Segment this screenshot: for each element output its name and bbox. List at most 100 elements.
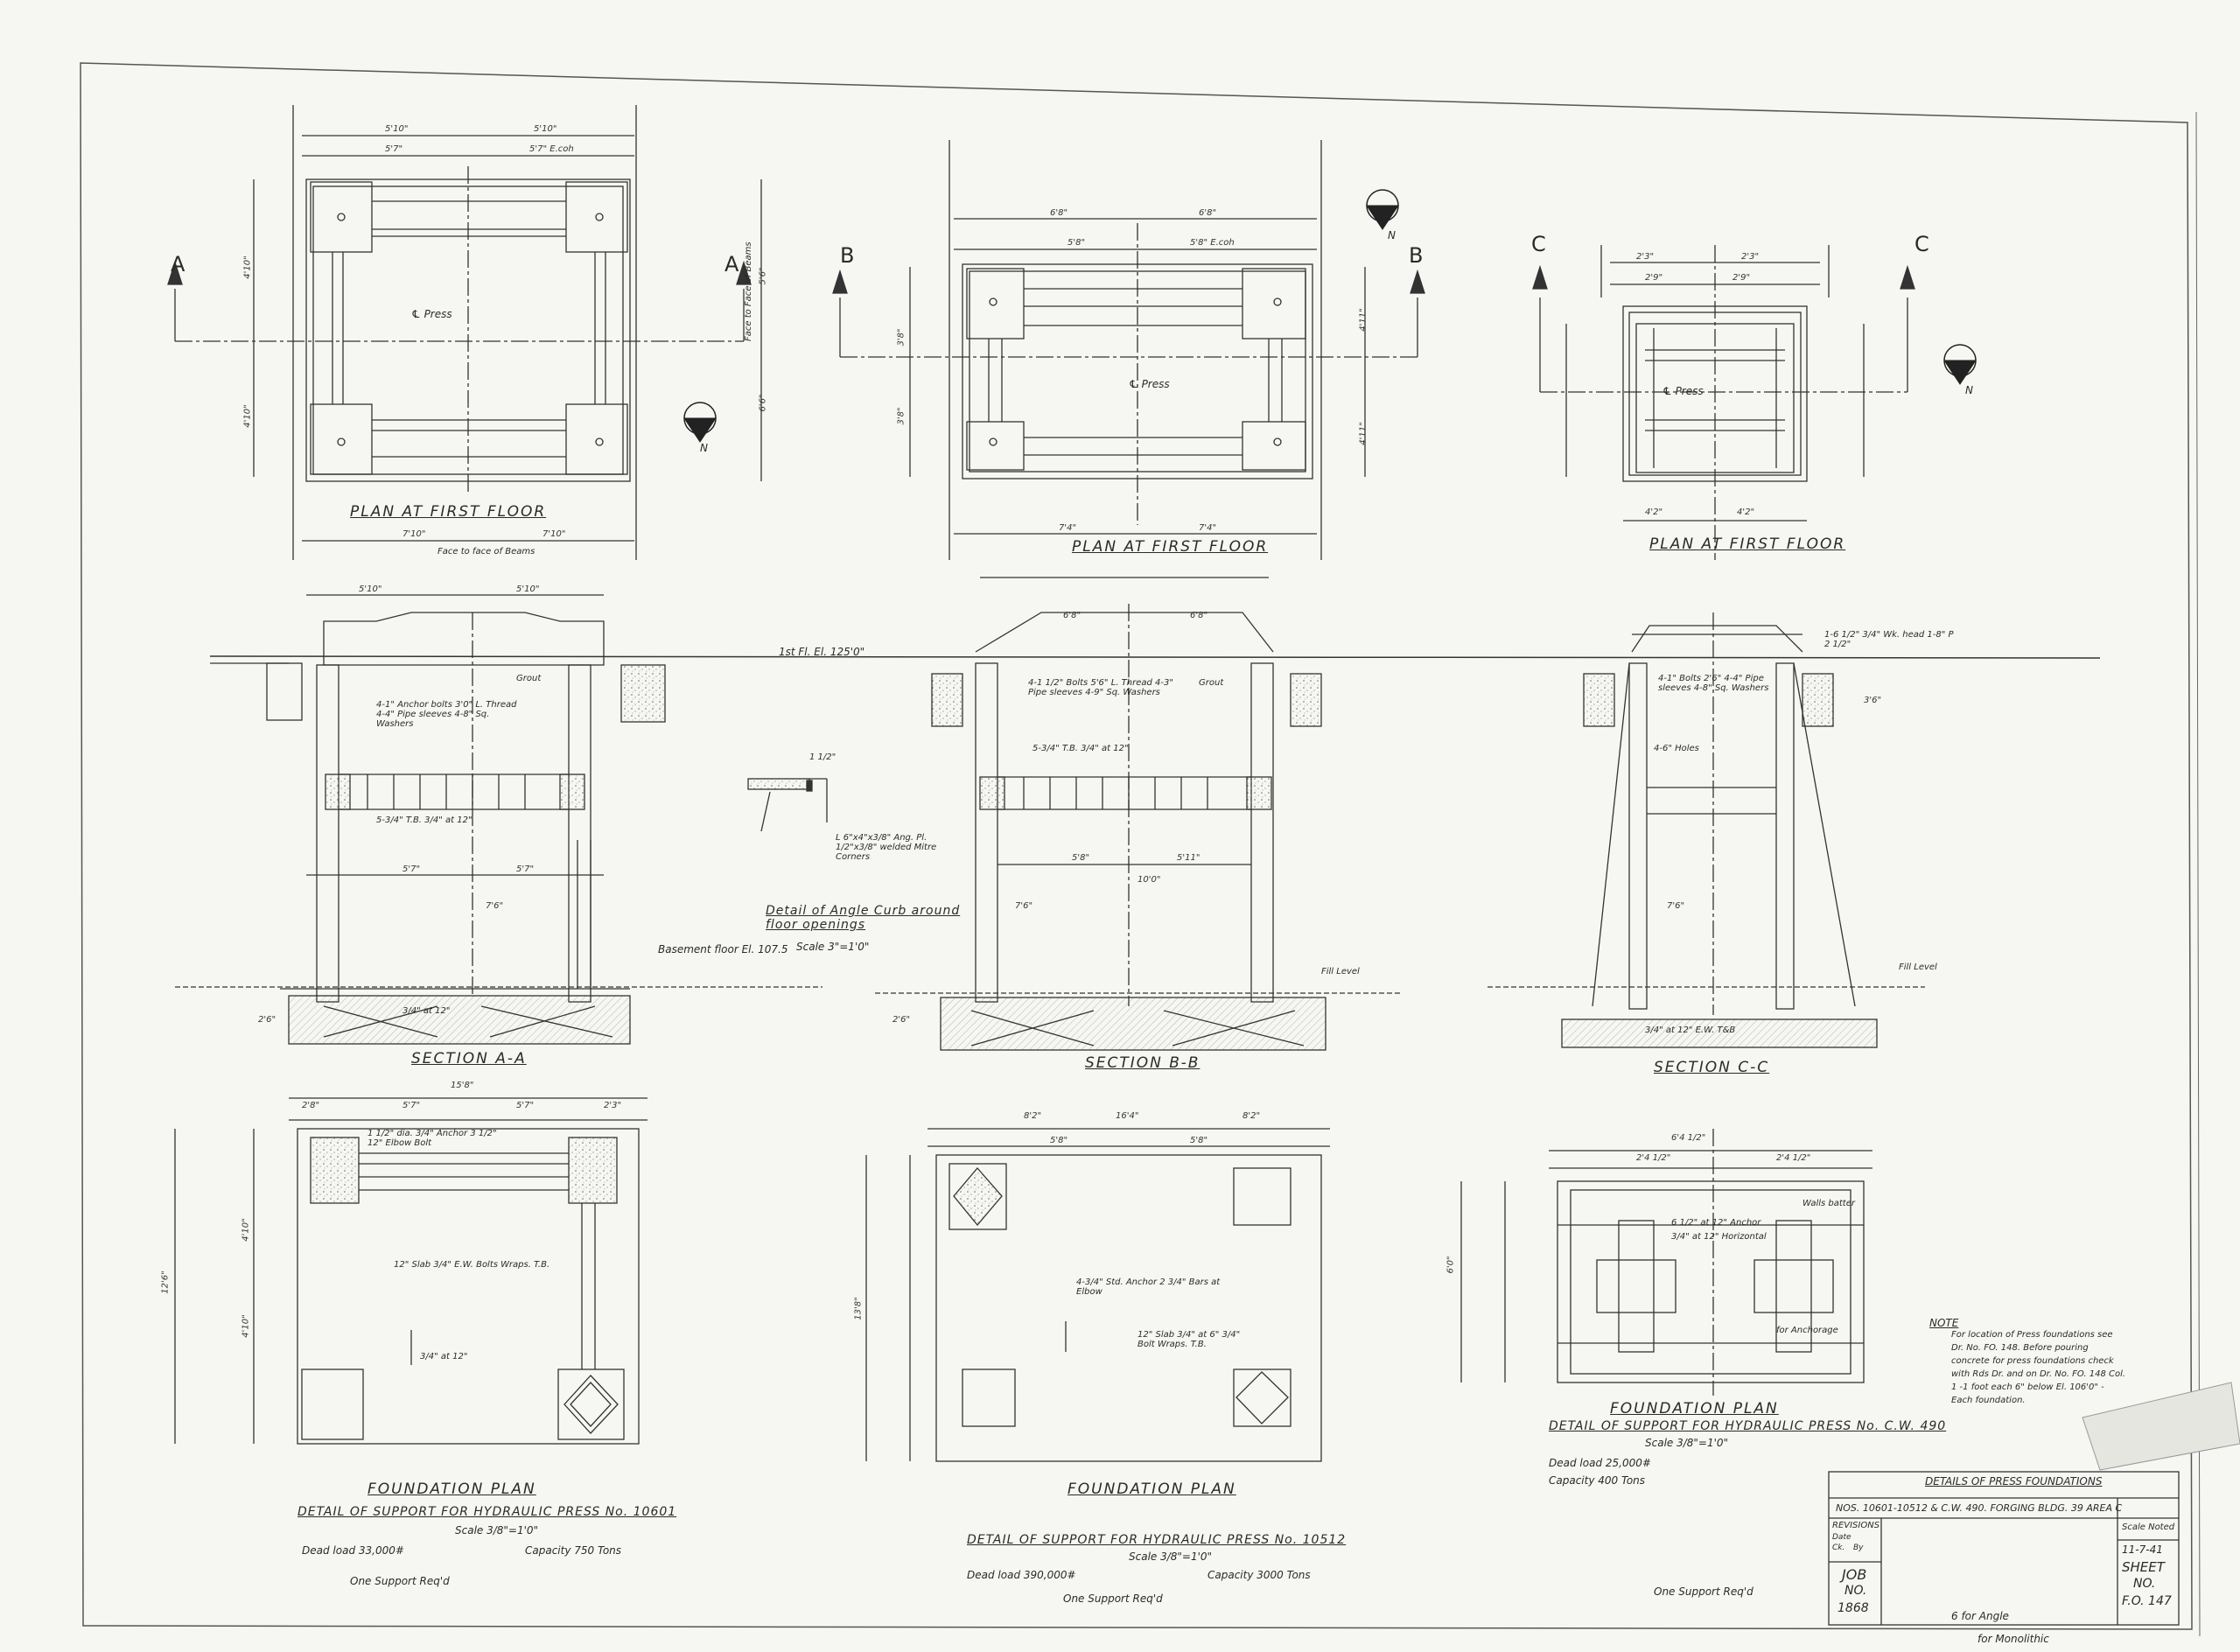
north-arrows bbox=[683, 189, 1977, 443]
plan-1-title: PLAN AT FIRST FLOOR bbox=[350, 503, 547, 521]
sb-height: 7'6" bbox=[1015, 901, 1033, 911]
title-block-scale: Scale Noted bbox=[2122, 1522, 2175, 1532]
f2-dim-b: 8'2" bbox=[1242, 1111, 1261, 1121]
f1-dim-total: 15'8" bbox=[451, 1081, 474, 1090]
plan-3-title: PLAN AT FIRST FLOOR bbox=[1649, 536, 1846, 553]
p1-dim-side-b: 4'10" bbox=[242, 404, 253, 428]
plan-2-linework bbox=[832, 140, 1425, 560]
sa-height: 7'6" bbox=[486, 901, 504, 911]
press-2-support: One Support Req'd bbox=[1063, 1592, 1163, 1605]
p1-dim-side-c: 5'6" bbox=[758, 267, 768, 285]
sb-bars-note: 5-3/4" T.B. 3/4" at 12" bbox=[1032, 744, 1129, 753]
title-block-revisions: REVISIONS bbox=[1832, 1521, 1880, 1530]
foundation-2-title: FOUNDATION PLAN bbox=[1068, 1480, 1236, 1498]
press-2-deadload: Dead load 390,000# bbox=[967, 1569, 1076, 1581]
sa-dim-c: 5'7" bbox=[402, 864, 421, 874]
p3-dim-bottom-b: 4'2" bbox=[1737, 508, 1755, 517]
north-label-3: N bbox=[1965, 384, 1973, 396]
title-block-sheet-no: F.O. 147 bbox=[2122, 1594, 2172, 1608]
p2-dim-top-d: 5'8" E.coh bbox=[1190, 238, 1235, 248]
f1-dim-a: 2'8" bbox=[302, 1101, 320, 1110]
p1-center-label: ℄ Press bbox=[411, 308, 452, 320]
section-a-linework bbox=[175, 594, 2101, 1045]
bottom-scrawl-2: for Monolithic bbox=[1978, 1633, 2049, 1645]
p2-dim-bottom-a: 7'4" bbox=[1059, 523, 1077, 533]
p3-dim-top-d: 2'9" bbox=[1732, 273, 1751, 283]
p1-dim-bottom: 7'10" bbox=[402, 529, 426, 539]
title-block-date-label: Date bbox=[1832, 1533, 1852, 1542]
sa-diag-note: 3/4" at 12" bbox=[402, 1006, 451, 1016]
section-mark-b-left: B bbox=[840, 243, 855, 268]
title-block-job-label: JOB bbox=[1842, 1566, 1867, 1583]
title-block-sheet-no-label: NO. bbox=[2133, 1577, 2156, 1591]
basement-floor-label: Basement floor El. 107.5 bbox=[658, 943, 788, 956]
foundation-2-linework bbox=[865, 1128, 1330, 1462]
sb-fill: Fill Level bbox=[1321, 967, 1360, 976]
p2-center-label: ℄ Press bbox=[1129, 378, 1170, 390]
p2-dim-top-c: 5'8" bbox=[1068, 238, 1086, 248]
f3-dim-total: 6'4 1/2" bbox=[1671, 1133, 1706, 1143]
title-block-line-1: DETAILS OF PRESS FOUNDATIONS bbox=[1925, 1475, 2103, 1488]
p1-dim-top-b: 5'10" bbox=[534, 124, 557, 134]
plan-2-title: PLAN AT FIRST FLOOR bbox=[1072, 538, 1269, 556]
sa-dim-d: 5'7" bbox=[516, 864, 535, 874]
f1-dim-d: 2'3" bbox=[604, 1101, 622, 1110]
sc-hdr-note: 1-6 1/2" 3/4" Wk. head 1-8" P 2 1/2" bbox=[1824, 630, 1954, 649]
press-3-scale: Scale 3/8"=1'0" bbox=[1645, 1437, 1729, 1449]
p1-dim-top-a: 5'10" bbox=[385, 124, 409, 134]
sa-dim-b: 5'10" bbox=[516, 584, 540, 594]
sb-dim-a: 6'8" bbox=[1063, 611, 1082, 620]
f1-dim-side-a: 4'10" bbox=[241, 1218, 251, 1242]
sa-bolts-note: 4-1" Anchor bolts 3'0" L. Thread 4-4" Pi… bbox=[376, 700, 517, 729]
press-1-scale: Scale 3/8"=1'0" bbox=[455, 1524, 539, 1536]
p2-dim-top-b: 6'8" bbox=[1199, 208, 1217, 218]
general-note-head: NOTE bbox=[1929, 1317, 1959, 1329]
f3-dim-a: 2'4 1/2" bbox=[1636, 1153, 1671, 1163]
sb-grout-note: Grout bbox=[1199, 678, 1224, 688]
section-c-linework bbox=[1488, 612, 1925, 1048]
f3-note-1: Walls batter bbox=[1802, 1199, 1855, 1208]
p3-dim-top-c: 2'9" bbox=[1645, 273, 1663, 283]
title-block-sheet-label: SHEET bbox=[2122, 1559, 2165, 1575]
p3-dim-top-a: 2'3" bbox=[1636, 252, 1655, 262]
f2-dim-c: 5'8" bbox=[1050, 1136, 1068, 1145]
sc-bars-note: 3/4" at 12" E.W. T&B bbox=[1645, 1026, 1736, 1035]
press-1-deadload: Dead load 33,000# bbox=[302, 1544, 404, 1557]
sa-grout-note: Grout bbox=[516, 674, 542, 683]
p1-dim-side-a: 4'10" bbox=[242, 256, 253, 279]
sb-base: 2'6" bbox=[892, 1015, 911, 1025]
section-mark-c-left: C bbox=[1531, 232, 1546, 256]
p2-dim-side-c: 4'11" bbox=[1358, 308, 1368, 332]
plan-3-linework bbox=[1532, 245, 1915, 560]
p2-dim-top-a: 6'8" bbox=[1050, 208, 1068, 218]
f2-note-1: 4-3/4" Std. Anchor 2 3/4" Bars at Elbow bbox=[1076, 1278, 1221, 1297]
title-block-linework bbox=[1828, 1471, 2180, 1626]
f2-dim-side: 13'8" bbox=[853, 1297, 864, 1320]
sc-base: 3'6" bbox=[1864, 696, 1882, 705]
curb-detail-title: Detail of Angle Curb around floor openin… bbox=[766, 904, 961, 932]
foundation-1-title: FOUNDATION PLAN bbox=[368, 1480, 536, 1498]
f2-dim-a: 8'2" bbox=[1024, 1111, 1042, 1121]
p3-dim-bottom-a: 4'2" bbox=[1645, 508, 1663, 517]
press-2-capacity: Capacity 3000 Tons bbox=[1208, 1569, 1311, 1581]
p2-dim-side-b: 3'8" bbox=[896, 407, 906, 425]
sc-holes: 4-6" Holes bbox=[1654, 744, 1699, 753]
sb-dim-b: 6'8" bbox=[1190, 611, 1208, 620]
p1-dim-top-d: 5'7" E.coh bbox=[529, 144, 574, 154]
curb-detail-linework bbox=[747, 778, 828, 832]
title-block-date: 11-7-41 bbox=[2122, 1544, 2163, 1556]
title-block-job-no-label: NO. bbox=[1844, 1584, 1867, 1598]
sa-base: 2'6" bbox=[258, 1015, 276, 1025]
curb-detail-scale: Scale 3"=1'0" bbox=[796, 941, 870, 953]
press-1-capacity: Capacity 750 Tons bbox=[525, 1544, 622, 1557]
f3-note-3: 3/4" at 12" Horizontal bbox=[1671, 1232, 1767, 1242]
sb-dim-d: 5'11" bbox=[1177, 853, 1200, 863]
torn-corner bbox=[2082, 1382, 2240, 1471]
sb-bolts-note: 4-1 1/2" Bolts 5'6" L. Thread 4-3" Pipe … bbox=[1028, 678, 1173, 697]
f1-note-2: 12" Slab 3/4" E.W. Bolts Wraps. T.B. bbox=[394, 1260, 550, 1270]
sa-dim-a: 5'10" bbox=[359, 584, 382, 594]
f3-note-4: for Anchorage bbox=[1776, 1326, 1838, 1335]
p1-dim-top-c: 5'7" bbox=[385, 144, 403, 154]
f1-note-1: 1 1/2" dia. 3/4" Anchor 3 1/2" 12" Elbow… bbox=[368, 1129, 497, 1148]
